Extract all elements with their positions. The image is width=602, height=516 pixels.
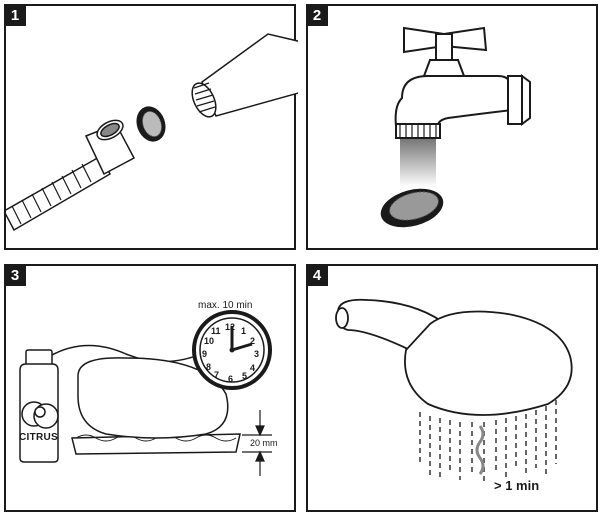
clock-number: 5: [242, 371, 248, 381]
depth-indicator: [242, 410, 272, 476]
shower-handle: [191, 33, 298, 118]
water-spray: [419, 400, 557, 482]
clock-number: 12: [225, 322, 236, 332]
step-1-illustration: [6, 33, 298, 232]
step-4-illustration: [335, 298, 573, 482]
clock-number: 10: [204, 336, 215, 346]
step-2-illustration: [380, 26, 531, 228]
filter-washer: [136, 106, 166, 142]
citrus-bottle: [19, 349, 59, 463]
step-number-badge: 1: [4, 4, 26, 26]
clock-number: 8: [206, 362, 212, 372]
clock-number: 3: [254, 349, 260, 359]
clock-number: 1: [241, 326, 247, 336]
step-4-panel: 4 > 1 min: [306, 264, 598, 512]
step-3-panel: 3: [4, 264, 296, 512]
max-time-label: max. 10 min: [198, 300, 253, 311]
faucet: [394, 26, 531, 139]
step-number-badge: 4: [306, 264, 328, 286]
clock-number: 11: [211, 326, 221, 336]
shower-hose: [49, 344, 207, 363]
step-number-badge: 2: [306, 4, 328, 26]
step-3-illustration: [19, 310, 272, 476]
clock-number: 6: [228, 374, 234, 384]
water-stream: [400, 139, 436, 187]
filter-washer: [380, 188, 444, 228]
clock-number: 2: [250, 336, 256, 346]
shower-head: [77, 357, 229, 439]
step-number-badge: 3: [4, 264, 26, 286]
depth-label: 20 mm: [250, 438, 278, 448]
particles-icon: [475, 425, 485, 475]
clock-number: 7: [214, 370, 220, 380]
clock-icon: [192, 310, 272, 390]
step-1-panel: 1: [4, 4, 298, 250]
shower-head: [335, 298, 573, 416]
step-2-panel: 2: [306, 4, 598, 250]
rinse-time-label: > 1 min: [494, 478, 540, 493]
bottle-label: CITRUS: [19, 432, 59, 443]
shower-hose: [6, 119, 136, 232]
clock-number: 4: [250, 363, 256, 373]
clock-number: 9: [202, 349, 208, 359]
